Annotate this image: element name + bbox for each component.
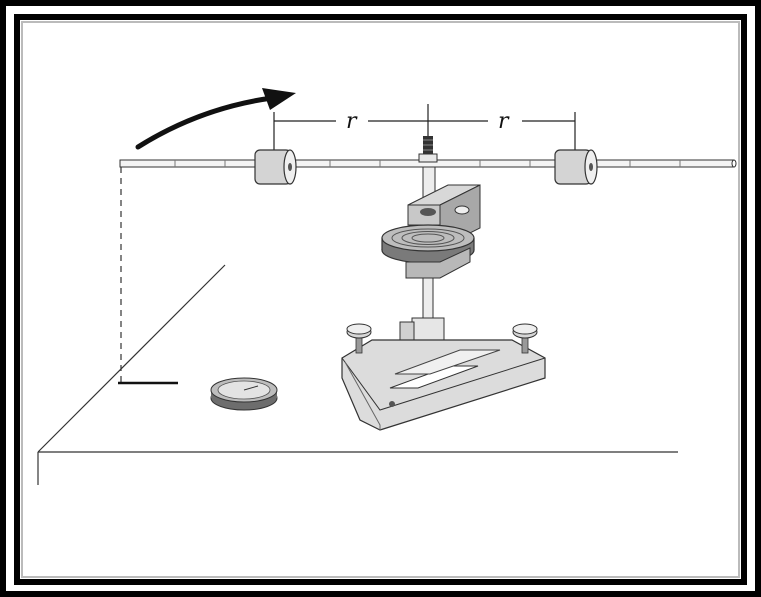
stopwatch-icon <box>210 377 278 411</box>
lower-bracket <box>405 247 471 279</box>
leveling-screw-left <box>346 323 372 354</box>
table-surface <box>37 264 678 485</box>
leveling-screw-right <box>512 323 538 354</box>
inner-frame-shadow <box>21 21 740 578</box>
tripod-base <box>341 339 546 431</box>
distance-label-left: r <box>346 109 358 134</box>
shaft-clamp <box>399 317 445 343</box>
left-mass <box>254 149 297 185</box>
dimension-lines <box>273 104 576 150</box>
shaft-knob <box>418 136 438 163</box>
distance-label-right: r <box>498 109 510 134</box>
inner-frame <box>14 14 747 585</box>
rotation-arrow <box>135 88 296 150</box>
lower-shaft <box>422 277 434 319</box>
right-mass <box>554 149 598 185</box>
